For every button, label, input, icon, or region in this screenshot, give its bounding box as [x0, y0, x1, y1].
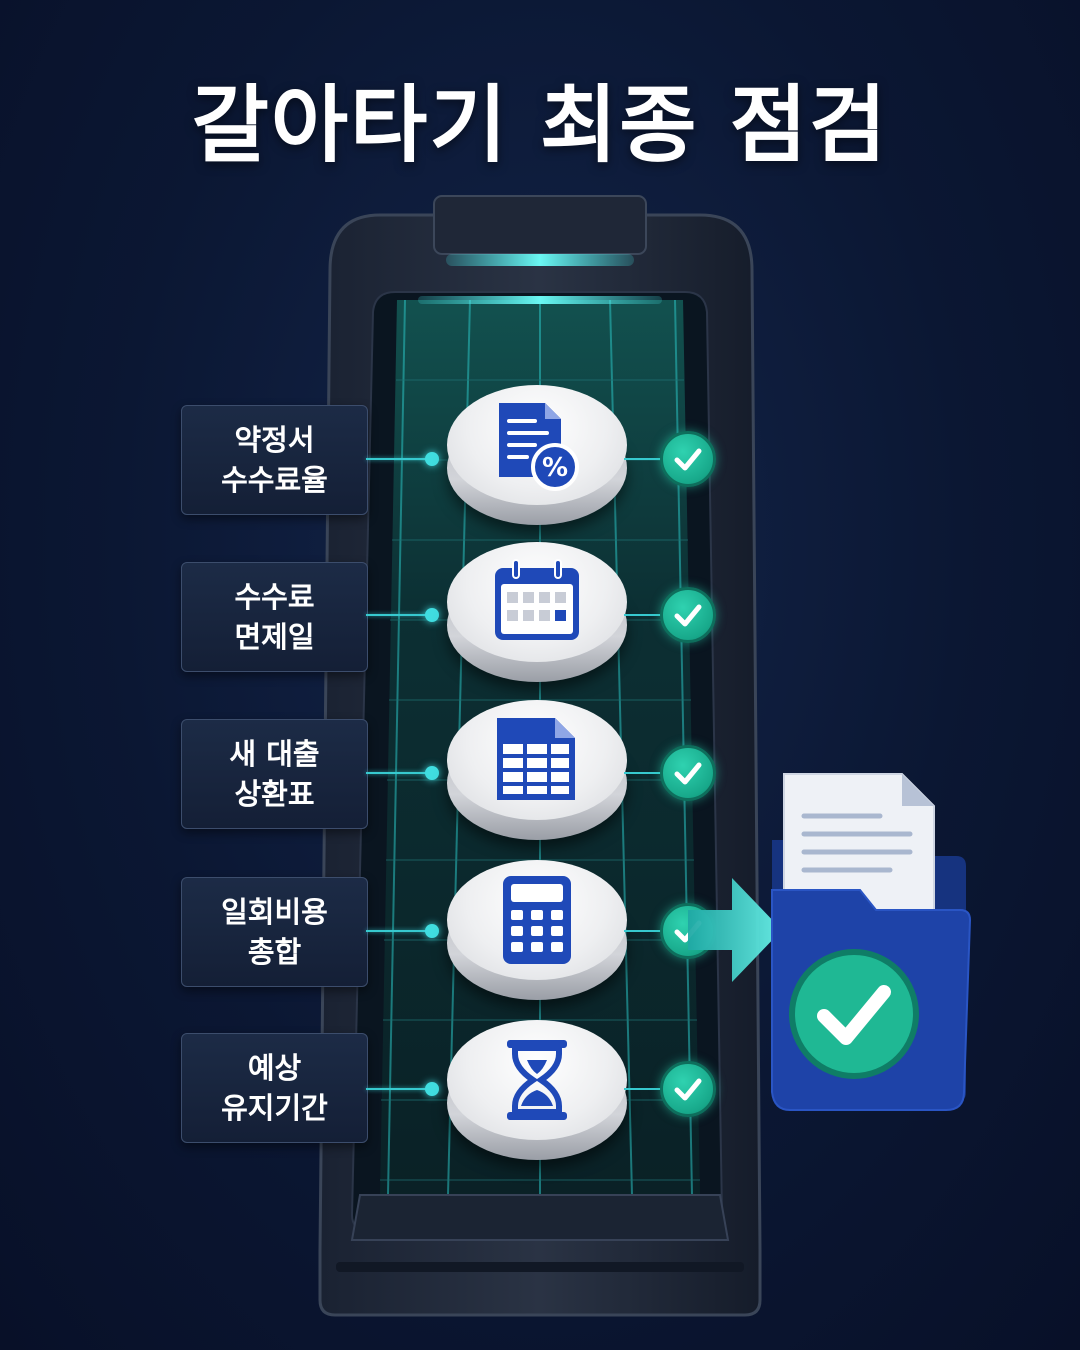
check-icon	[660, 745, 716, 801]
check-icon	[660, 587, 716, 643]
connector-dot	[425, 924, 439, 938]
check-icon	[660, 431, 716, 487]
label-line-2: 상환표	[234, 777, 315, 811]
connector-line	[624, 458, 664, 460]
connector-line	[366, 772, 432, 774]
connector-dot	[425, 608, 439, 622]
label-line-2: 면제일	[234, 620, 315, 654]
connector-line	[624, 614, 664, 616]
connector-dot	[425, 452, 439, 466]
label-line-2: 수수료율	[221, 463, 328, 497]
label-line-2: 총합	[247, 935, 302, 969]
arrow-right-icon	[688, 878, 782, 982]
label-line-1: 예상	[247, 1051, 302, 1085]
label-line-1: 수수료	[234, 580, 315, 614]
connector-dot	[425, 766, 439, 780]
checklist-disc: %	[447, 385, 627, 525]
checklist-disc	[447, 700, 627, 840]
checklist-disc	[447, 1020, 627, 1160]
svg-text:%: %	[542, 453, 568, 483]
hourglass-icon	[507, 1040, 567, 1120]
connector-line	[624, 930, 664, 932]
connector-line	[366, 930, 432, 932]
calendar-icon	[495, 559, 579, 640]
spreadsheet-icon	[497, 718, 575, 800]
checklist-label-one-time-costs: 일회비용 총합	[181, 877, 368, 987]
checklist-label-contract-fee-rate: 약정서 수수료율	[181, 405, 368, 515]
connector-line	[624, 1088, 664, 1090]
checklist-disc	[447, 542, 627, 682]
checklist-label-fee-exemption-date: 수수료 면제일	[181, 562, 368, 672]
label-line-1: 일회비용	[221, 895, 328, 929]
check-icon	[660, 1061, 716, 1117]
page-title: 갈아타기 최종 점검	[191, 76, 889, 174]
checklist-disc	[447, 860, 627, 1000]
checklist-label-expected-holding-period: 예상 유지기간	[181, 1033, 368, 1143]
connector-line	[366, 458, 432, 460]
label-line-1: 약정서	[234, 423, 315, 457]
label-line-1: 새 대출	[229, 737, 320, 771]
completed-folder-icon	[771, 773, 972, 1111]
label-line-2: 유지기간	[221, 1091, 328, 1125]
connector-line	[366, 614, 432, 616]
document-percent-icon: %	[499, 403, 579, 491]
connector-line	[624, 772, 664, 774]
connector-line	[366, 1088, 432, 1090]
connector-dot	[425, 1082, 439, 1096]
calculator-icon	[503, 876, 571, 964]
checklist-label-new-loan-schedule: 새 대출 상환표	[181, 719, 368, 829]
